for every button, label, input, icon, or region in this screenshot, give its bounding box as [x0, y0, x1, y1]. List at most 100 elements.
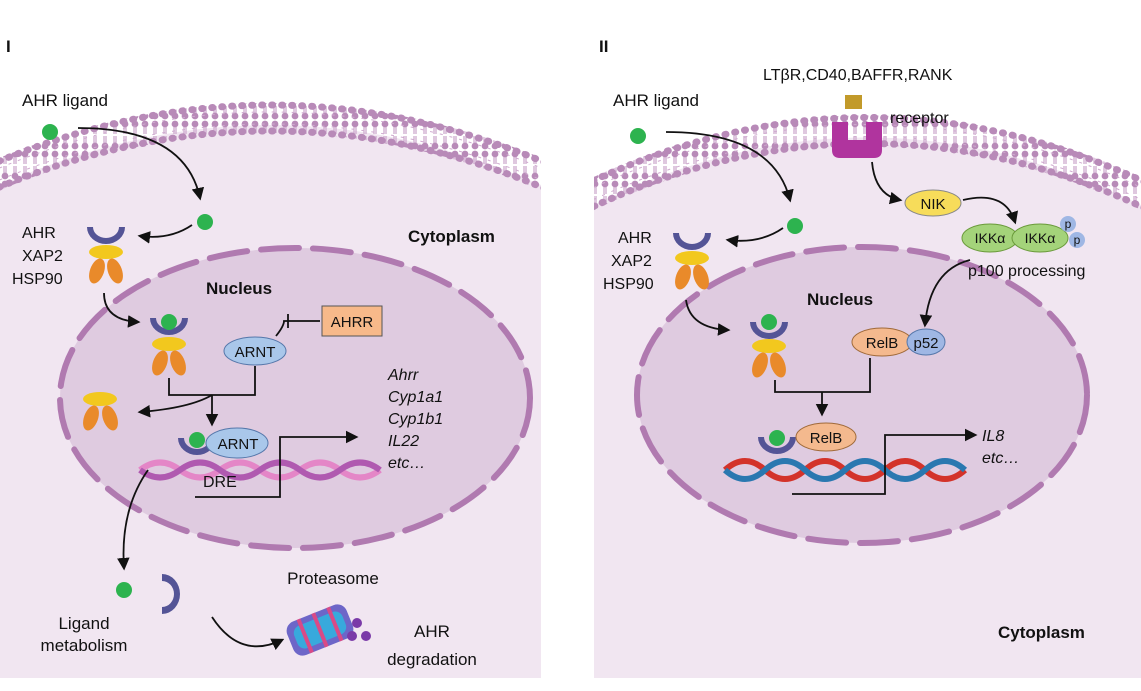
ahr-ligand-ii: [630, 128, 646, 144]
ligand-icon: [761, 314, 777, 330]
nik-label: NIK: [920, 196, 945, 213]
dna-helix-ii: [722, 458, 968, 482]
metabolized-ligand-i: [116, 582, 132, 598]
dna-helix-i: [138, 459, 382, 481]
ahr-protein-icon: [673, 233, 711, 250]
target-gene-il8: IL8: [982, 428, 1004, 445]
ahr-protein-icon: [178, 438, 216, 455]
ligand-binding-arrow-ii: [725, 227, 784, 248]
ligand-icon: [189, 432, 205, 448]
arnt-label-i: ARNT: [235, 344, 276, 361]
free-ahr-icon: [162, 574, 180, 614]
receptor-ligand-icon: [845, 95, 862, 109]
target-gene-etc-ii: etc…: [982, 450, 1019, 467]
nik-to-ikk-arrow: [962, 196, 1018, 225]
hsp90-protein-icon: [89, 258, 105, 284]
cell-membrane-i: [0, 103, 541, 191]
xap2-label-i: XAP2: [22, 248, 63, 265]
ahrr-label-i: AHRR: [331, 314, 374, 331]
export-arrow-i: [117, 469, 149, 571]
ahrr-inhibition-line-i: [275, 320, 320, 337]
nucleus-ii: [637, 247, 1087, 543]
degradation-arrow-i: [211, 616, 285, 651]
degradation-label-line1: AHR: [414, 622, 450, 641]
xap2-protein-icon: [675, 251, 709, 265]
ligand-label-ii: AHR ligand: [613, 91, 699, 110]
ligand-entry-arrow-i: [77, 127, 205, 201]
receptor-icon: [832, 122, 882, 158]
ahr-label-ii: AHR: [618, 230, 652, 247]
receptor-to-nik-arrow: [871, 161, 903, 205]
panel-ii: II LTβR,CD40,BAFFR,RANK receptor AHR lig…: [594, 37, 1141, 678]
ahr-relb-complex-ii: RelB: [758, 422, 857, 454]
hsp90-label-i: HSP90: [12, 271, 63, 288]
target-gene-il22: IL22: [388, 433, 419, 450]
hsp90-protein-icon: [770, 352, 786, 378]
degradation-label-line2: degradation: [387, 650, 477, 669]
receptor-label-ii: receptor: [890, 110, 949, 127]
ahr-ligand-i: [42, 124, 58, 140]
hsp90-protein-icon: [107, 258, 123, 284]
hsp90-protein-icon: [752, 352, 768, 378]
ahr-protein-icon: [150, 318, 188, 335]
target-gene-cyp1a1: Cyp1a1: [388, 389, 443, 406]
hsp90-protein-icon: [83, 405, 99, 431]
transcription-arrow-ii: [792, 428, 978, 495]
panel-i: I Cytoplasm Nucleus AHR ligand: [0, 37, 541, 678]
arnt-bound-label-i: ARNT: [218, 436, 259, 453]
arnt-protein-i: [223, 336, 287, 366]
proteasome-icon: [286, 604, 354, 656]
ikk-alpha-label-1: IKKα: [975, 230, 1006, 246]
panel-ii-label: II: [599, 37, 608, 56]
ligand-icon: [161, 314, 177, 330]
ahr-complex-cytoplasm-ii: [673, 233, 711, 290]
p52-protein: [906, 328, 946, 356]
hsp90-protein-icon: [102, 405, 118, 431]
panel-i-label: I: [6, 37, 11, 56]
p100-processing-label: p100 processing: [968, 263, 1085, 280]
ahr-complex-nucleus-i: [150, 314, 188, 376]
ahr-ligand-inside-ii: [787, 218, 803, 234]
translocation-arrow-ii: [685, 299, 731, 336]
degraded-fragment-icon: [352, 618, 362, 628]
ligand-icon: [769, 430, 785, 446]
target-gene-ahrr: Ahrr: [387, 367, 419, 384]
degraded-fragment-icon: [347, 631, 357, 641]
chaperone-release-arrow-i: [137, 394, 213, 418]
ligand-metabolism-label-line2: metabolism: [41, 636, 128, 655]
ligand-metabolism-label-line1: Ligand: [58, 614, 109, 633]
degraded-fragment-icon: [361, 631, 371, 641]
relb-label: RelB: [866, 335, 899, 352]
target-gene-etc: etc…: [388, 455, 425, 472]
relb-protein-bound: [795, 422, 857, 452]
ligand-binding-arrow-i: [137, 224, 193, 244]
hsp90-label-ii: HSP90: [603, 276, 654, 293]
ahr-label-i: AHR: [22, 225, 56, 242]
receptors-label-ii: LTβR,CD40,BAFFR,RANK: [763, 67, 953, 84]
ahr-protein-icon: [87, 227, 125, 244]
ahr-protein-icon: [750, 322, 788, 339]
arnt-protein-bound-i: [205, 427, 269, 459]
ahr-complex-cytoplasm-i: [87, 227, 125, 284]
hsp90-protein-icon: [152, 350, 168, 376]
nik-protein: [904, 189, 962, 217]
phospho-group-icon: [1069, 232, 1085, 248]
dre-label-i: DRE: [203, 474, 237, 491]
nuclear-envelope-i: [57, 245, 533, 551]
xap2-protein-icon: [152, 337, 186, 351]
xap2-label-ii: XAP2: [611, 253, 652, 270]
target-gene-cyp1b1: Cyp1b1: [388, 411, 443, 428]
xap2-protein-icon: [89, 245, 123, 259]
xap2-protein-icon: [752, 339, 786, 353]
xap2-protein-icon: [83, 392, 117, 406]
ikk-alpha-label-2: IKKα: [1025, 230, 1056, 246]
ikk-to-relb-arrow: [919, 259, 971, 328]
ahrr-box-i: [321, 305, 383, 337]
ligand-entry-arrow-ii: [665, 131, 794, 203]
transcription-arrow-i: [195, 430, 359, 498]
hsp90-protein-icon: [675, 264, 691, 290]
cytoplasm-label-ii: Cytoplasm: [998, 623, 1085, 642]
released-chaperones-i: [83, 392, 118, 431]
ahr-ligand-inside-i: [197, 214, 213, 230]
